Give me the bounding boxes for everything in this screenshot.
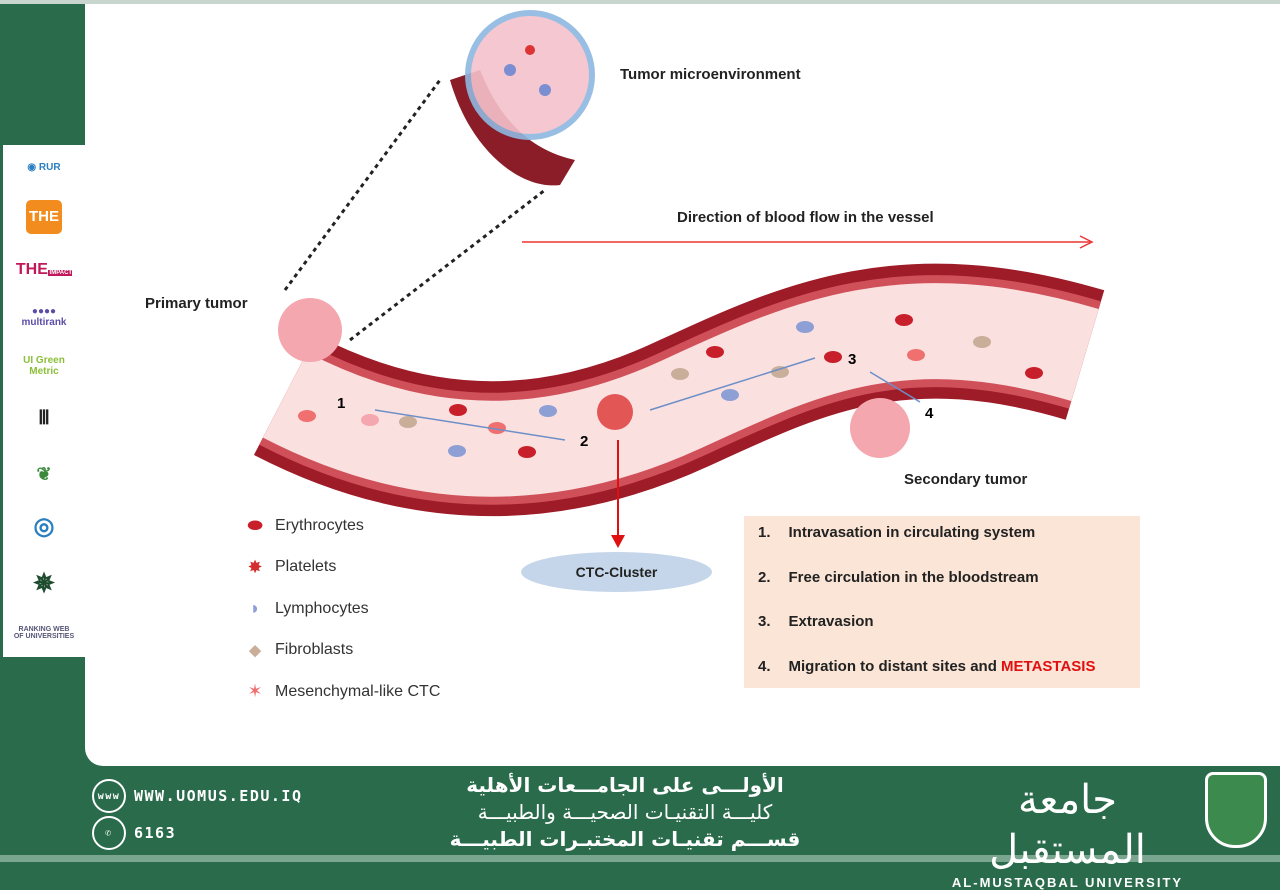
step-number: 2. (758, 568, 771, 586)
step-item: 3. Extravasion (758, 613, 1126, 658)
marker-1: 1 (337, 395, 345, 412)
phone-contact: ✆ 6163 (92, 816, 176, 850)
phone-text: 6163 (134, 824, 177, 842)
blood-cell (488, 422, 506, 434)
legend-item: ◗ Lymphocytes (235, 588, 440, 630)
arabic-line: كليـــة التقنيـات الصحيـــة والطبيـــة (477, 800, 773, 824)
step-text: Free circulation in the bloodstream (788, 568, 1039, 586)
footer-strip (0, 855, 1280, 862)
legend-item: ⬬ Erythrocytes (235, 505, 440, 547)
platelet-icon: ✸ (247, 556, 263, 577)
step-number: 3. (758, 613, 771, 630)
legend: ⬬ Erythrocytes ✸ Platelets ◗ Lymphocytes ⬥ F… (235, 505, 440, 713)
legend-label: Fibroblasts (275, 641, 354, 659)
step-text: Migration to distant sites and (788, 657, 1002, 675)
phone-icon: ✆ (92, 816, 126, 850)
step-number: 4. (758, 657, 771, 675)
blood-cell (399, 416, 417, 428)
flow-path-arrow (649, 357, 816, 411)
blood-cell (518, 446, 536, 458)
metastasis-diagram: 1 2 3 4 (254, 10, 1105, 548)
step-text: Intravasation in circulating system (788, 524, 1036, 541)
website-text[interactable]: WWW.UOMUS.EDU.IQ (134, 787, 303, 805)
step-text: Extravasion (788, 613, 874, 630)
metastasis-highlight: METASTASIS (1001, 657, 1096, 675)
step-item: 1. Intravasation in circulating system (758, 524, 1126, 569)
arab-engineers-logo: ✵ (33, 567, 55, 598)
blood-cell (895, 314, 913, 326)
legend-item: ⬥ Fibroblasts (235, 630, 440, 672)
microenvironment-illustration (450, 10, 595, 186)
blood-cell (298, 410, 316, 422)
flow-label: Direction of blood flow in the vessel (677, 209, 934, 226)
blood-cell (1025, 367, 1043, 379)
legend-label: Lymphocytes (275, 599, 369, 617)
primary-tumor-label: Primary tumor (145, 295, 248, 312)
mesenchymal-ctc-icon: ✶ (247, 681, 263, 702)
blood-cell (448, 445, 466, 457)
blood-cell (721, 389, 739, 401)
arab-universities-logo: ❦ (36, 464, 52, 485)
university-name-ar: جامعة المستقبل (989, 777, 1146, 873)
the-logo: THE (26, 200, 62, 235)
step-item: 4. Migration to distant sites and METASTA… (758, 658, 1126, 703)
step-number: 1. (758, 524, 771, 541)
blood-cell (973, 336, 991, 348)
university-name: جامعة المستقبل AL-MUSTAQBAL UNIVERSITY (940, 775, 1195, 890)
blood-cell (449, 404, 467, 416)
lymphocyte-icon: ◗ (249, 598, 261, 619)
blood-cell (907, 349, 925, 361)
legend-item: ✶ Mesenchymal-like CTC (235, 671, 440, 713)
university-name-en: AL-MUSTAQBAL UNIVERSITY (951, 875, 1184, 890)
zoom-line (349, 188, 546, 342)
university-crest (1205, 772, 1267, 848)
legend-item: ✸ Platelets (235, 547, 440, 589)
ctc-cluster-mark (597, 394, 633, 430)
multirank-logo: ●●●●multirank (21, 305, 67, 328)
legend-label: Mesenchymal-like CTC (275, 682, 441, 700)
footer-arabic: الأولـــى على الجامـــعات الأهلية كليـــ… (430, 772, 820, 853)
rur-logo: ◉ RUR (27, 162, 61, 174)
flow-path-arrow (374, 409, 566, 441)
blood-vessel (254, 263, 1105, 517)
footer-bar (0, 766, 1280, 856)
flow-path-arrow (869, 371, 921, 403)
step-item: 2. Free circulation in the bloodstream (758, 569, 1126, 614)
web-icon: www (92, 779, 126, 813)
arabic-line: الأولـــى على الجامـــعات الأهلية (466, 773, 784, 797)
marker-2: 2 (580, 433, 588, 450)
the-impact-logo: THE IMPACT (15, 260, 73, 278)
sdg-logo: ◎ (33, 512, 55, 540)
zoom-line (283, 79, 442, 291)
institution-icon: 𝍫 (39, 407, 49, 430)
arabic-line: قســـم تقنيـات المختبـرات الطبيـــة (449, 827, 801, 851)
blood-cell (771, 366, 789, 378)
marker-4: 4 (925, 405, 934, 422)
blood-cell (706, 346, 724, 358)
blood-cell (671, 368, 689, 380)
ranking-logos: ◉ RUR THE THE IMPACT ●●●●multirank UI Gr… (3, 145, 85, 657)
blood-cell (796, 321, 814, 333)
blood-cell (361, 414, 379, 426)
blood-cell (824, 351, 842, 363)
secondary-tumor (850, 398, 910, 458)
fibroblast-icon: ⬥ (248, 639, 262, 660)
steps-box: 1. Intravasation in circulating system 2.… (744, 516, 1140, 688)
primary-tumor (278, 298, 342, 362)
blood-cell (539, 405, 557, 417)
ctc-cluster-label: CTC-Cluster (575, 564, 658, 580)
ctc-cluster: CTC-Cluster (521, 552, 712, 592)
secondary-tumor-label: Secondary tumor (904, 471, 1028, 488)
website-contact: www WWW.UOMUS.EDU.IQ (92, 779, 303, 813)
top-strip (0, 0, 1280, 4)
marker-3: 3 (848, 351, 856, 368)
erythrocyte-icon: ⬬ (247, 515, 263, 536)
legend-label: Platelets (275, 558, 337, 576)
microenvironment-label: Tumor microenvironment (620, 66, 801, 83)
legend-label: Erythrocytes (275, 516, 364, 534)
